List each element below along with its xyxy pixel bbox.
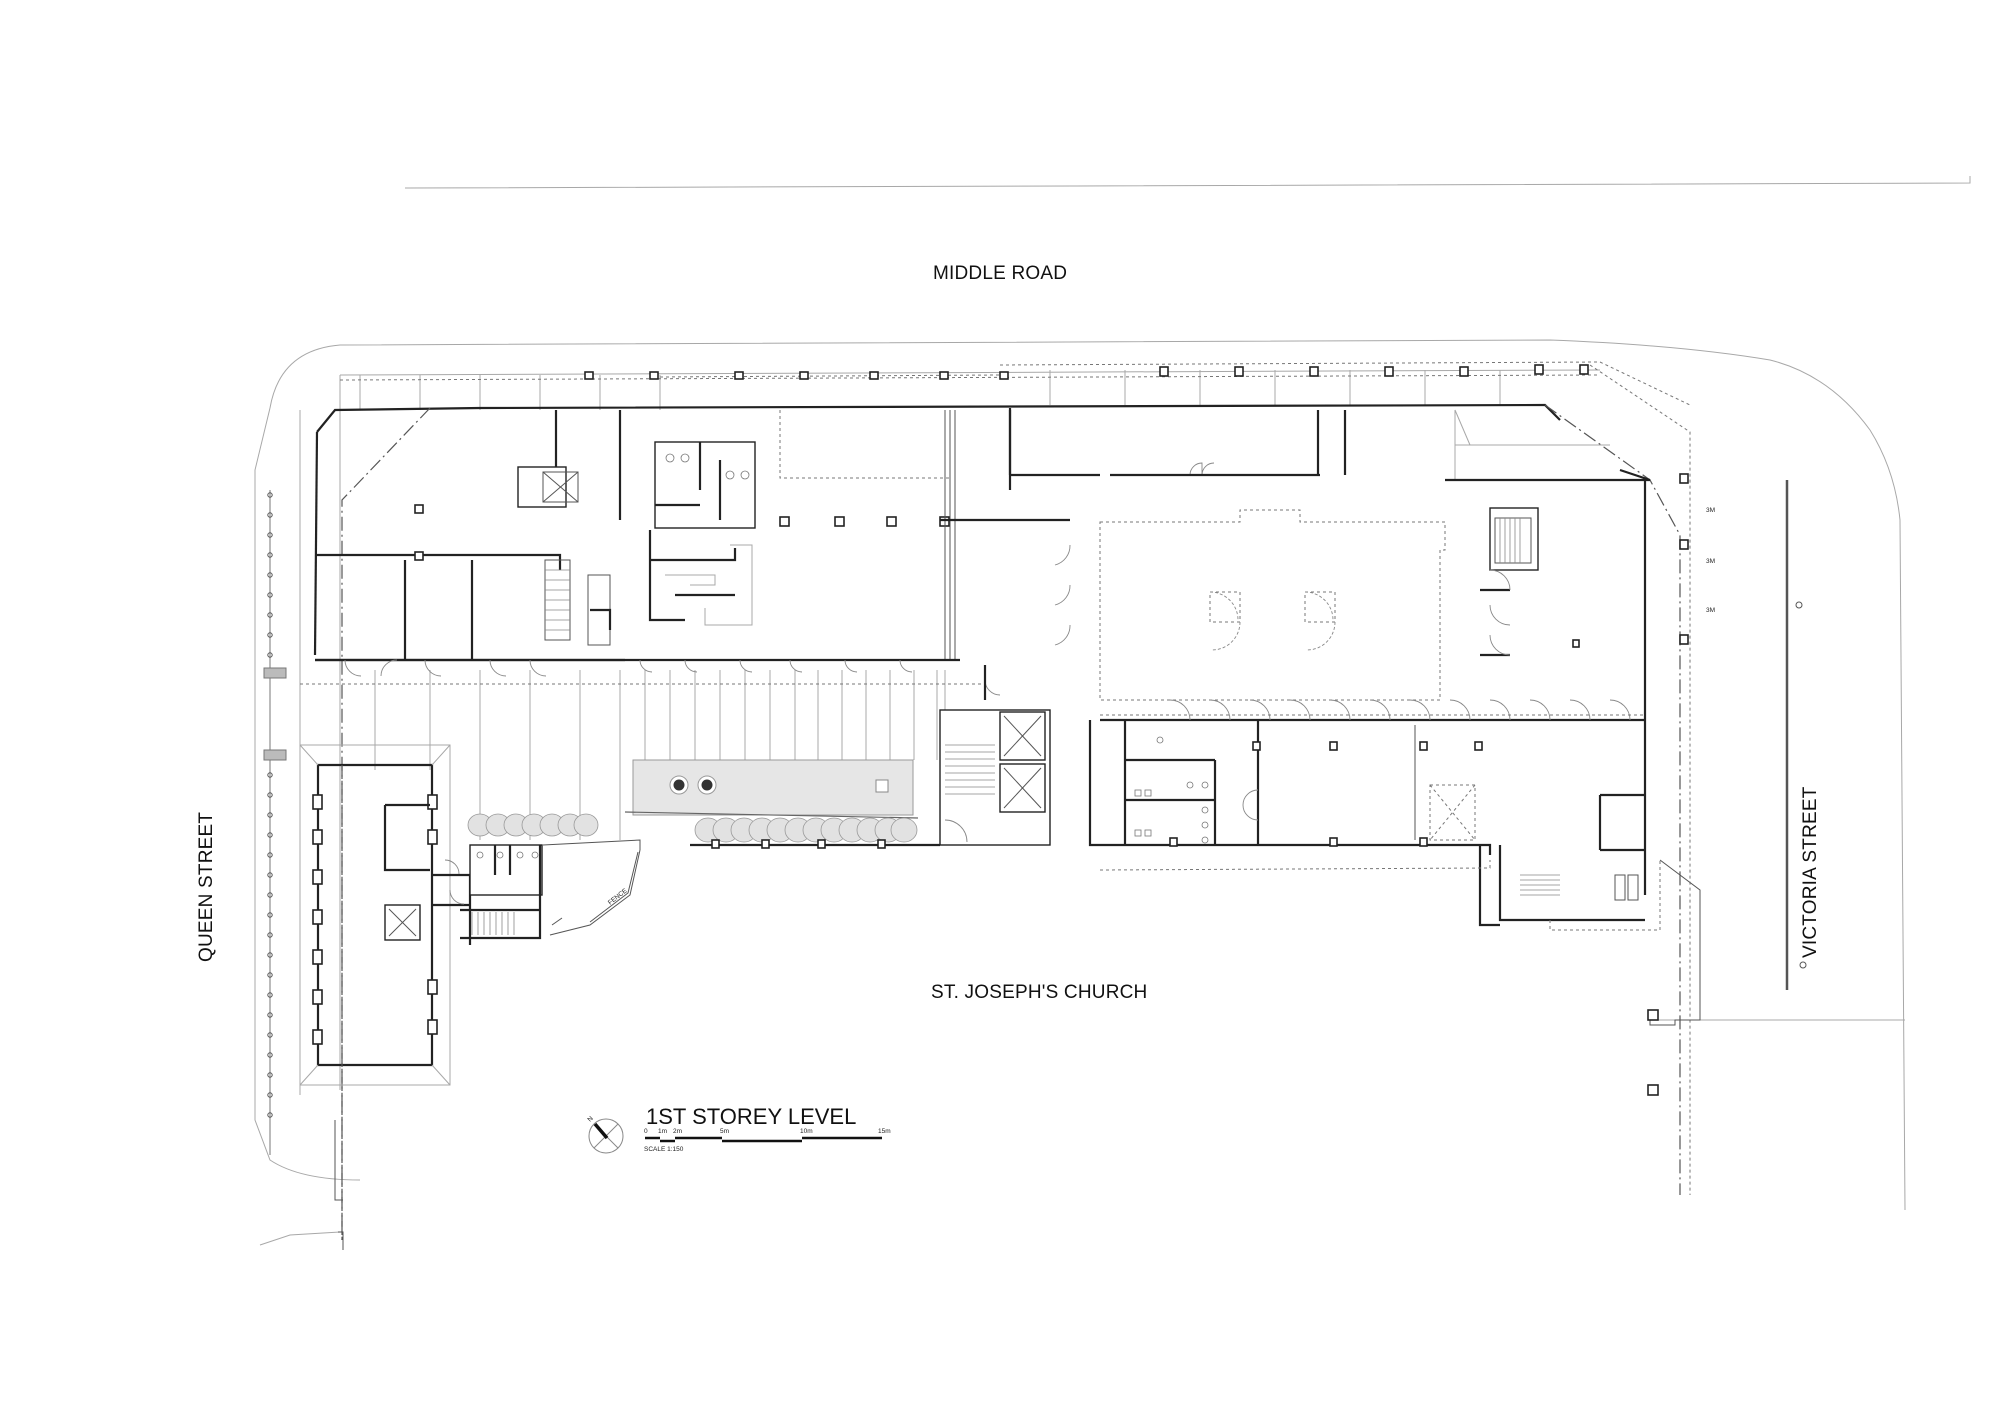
east-wing (1088, 720, 1701, 1096)
svg-text:1m: 1m (658, 1128, 667, 1135)
site-boundary-west (254, 407, 361, 1181)
central-core (939, 665, 1051, 846)
svg-text:10m: 10m (800, 1128, 813, 1135)
street-label-north: MIDDLE ROAD (933, 263, 1067, 284)
north-arrow-icon: N (586, 1115, 624, 1154)
north-label: N (586, 1115, 594, 1123)
south-west-wing: FENCE (299, 744, 641, 1250)
street-label-west: QUEEN STREET (196, 812, 217, 962)
street-edges (254, 176, 1971, 1246)
street-label-east: VICTORIA STREET (1800, 786, 1821, 958)
svg-text:0: 0 (644, 1128, 648, 1135)
svg-text:3M: 3M (1706, 558, 1715, 565)
street-label-south: ST. JOSEPH'S CHURCH (931, 982, 1147, 1003)
svg-text:2m: 2m (673, 1128, 682, 1135)
scale-bar: 0 1m 2m 5m 10m 15m SCALE 1:150 (644, 1128, 891, 1153)
drawing-title: 1ST STOREY LEVEL (646, 1104, 856, 1129)
north-block (313, 364, 1691, 1240)
corridor-facade (315, 658, 1645, 722)
svg-text:3M: 3M (1706, 507, 1715, 514)
scale-text: SCALE 1:150 (644, 1146, 684, 1153)
setback-marks: 3M 3M 3M (1706, 507, 1715, 614)
north-columns (584, 364, 1689, 645)
site-boundary-north-east (269, 339, 1906, 1211)
title-block: N 1ST STOREY LEVEL 0 1m 2m 5m 10m 15m SC… (586, 1104, 891, 1154)
svg-text:3M: 3M (1706, 607, 1715, 614)
middle-road-far-kerb (404, 176, 1971, 189)
svg-text:5m: 5m (720, 1128, 729, 1135)
courtyard-feature (467, 759, 940, 849)
pivot-doors (1209, 591, 1336, 651)
svg-text:15m: 15m (878, 1128, 891, 1135)
queen-street-railing-posts (267, 492, 273, 1118)
